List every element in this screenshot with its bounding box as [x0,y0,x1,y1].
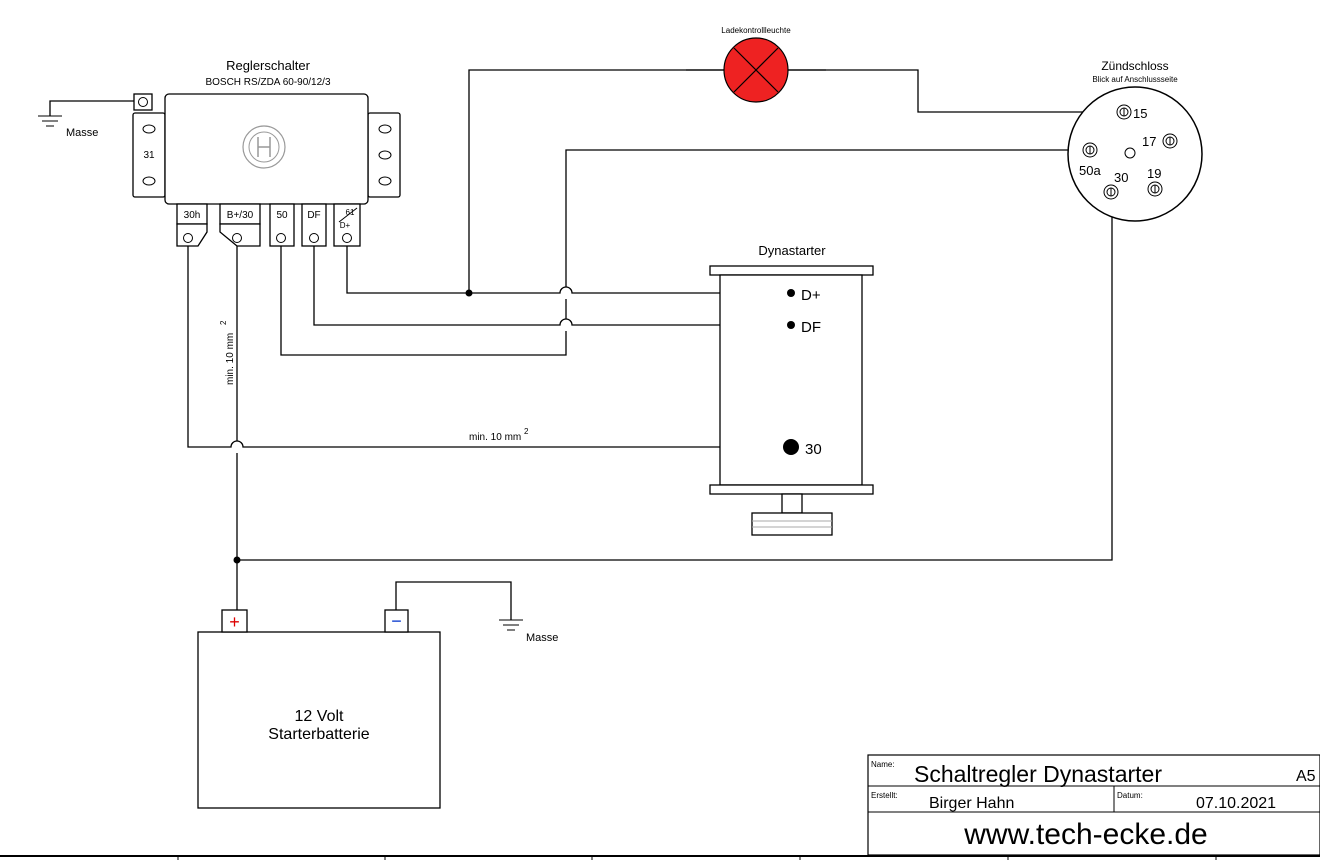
cable-size-vertical-sup: 2 [219,320,228,325]
ignition-title: Zündschloss [1101,59,1168,73]
ground-label-right: Masse [526,632,558,644]
ignition-terminal-50a: 50a [1079,163,1101,178]
drawing-name: Schaltregler Dynastarter [914,761,1162,787]
wire-50-upper [565,149,1084,287]
title-block: Name: Schaltregler Dynastarter A5 Erstel… [867,754,1320,856]
name-label: Name: [871,760,895,769]
website: www.tech-ecke.de [963,818,1207,851]
terminal-label-df: DF [307,210,320,221]
terminal-label-b30: B+/30 [227,210,254,221]
dynastarter-terminal-dplus: D+ [801,287,821,304]
battery-plus-terminal [221,609,248,633]
ground-symbol-left: Masse [38,115,98,139]
regulator: Reglerschalter BOSCH RS/ZDA 60-90/12/3 3… [132,58,401,247]
paper-format: A5 [1296,768,1316,785]
terminal-label-30h: 30h [184,210,201,221]
wire-battery-ground [395,581,512,620]
dynastarter-pulley [751,512,833,536]
lamp-label: Ladekontrollleuchte [721,26,791,35]
battery-voltage: 12 Volt [295,708,344,725]
ground-tab [133,93,153,111]
battery-minus-terminal [384,609,409,633]
plus-icon: + [229,612,240,632]
battery-body [197,631,441,809]
dynastarter-shaft [781,493,803,514]
wire-regulator-ground [49,100,134,116]
regulator-terminal-31: 31 [143,150,155,161]
cable-label-vertical: min. 10 mm 2 [219,320,236,385]
regulator-title: Reglerschalter [226,58,310,73]
ground-tab-hole [138,97,148,107]
regulator-body [164,93,369,205]
date-label: Datum: [1117,791,1143,800]
cable-label-horizontal: min. 10 mm 2 [469,427,529,443]
dynastarter-terminal-30: 30 [805,441,822,458]
dynastarter-terminal-df: DF [801,319,821,336]
regulator-right-mount [367,112,401,198]
ignition-subtitle: Blick auf Anschlussseite [1092,75,1178,84]
cable-size-horizontal-sup: 2 [524,427,529,436]
date-value: 07.10.2021 [1196,795,1276,812]
created-label: Erstellt: [871,791,898,800]
created-by: Birger Hahn [929,795,1014,812]
battery: + − 12 Volt Starterbatterie [197,609,441,809]
wire-lamp-to-15 [788,69,1118,113]
dynastarter-title: Dynastarter [758,243,826,258]
dynastarter-bottom-flange [709,484,874,495]
ignition-switch: Zündschloss Blick auf Anschlussseite 15 … [1067,59,1203,222]
page-frame [0,855,1320,860]
minus-icon: − [391,611,402,631]
terminal-label-61: 61 [346,208,355,217]
wire-30h [187,238,791,448]
wire-50-lower [280,238,567,356]
dynastarter: Dynastarter D+ DF 30 [709,243,874,536]
wire-df [313,238,791,326]
ignition-terminal-15: 15 [1133,106,1147,121]
ignition-terminal-30: 30 [1114,170,1128,185]
wire-d-plus [346,238,791,294]
cable-size-vertical: min. 10 mm [225,333,236,385]
wires [49,69,1118,620]
wire-lamp-feed [468,69,724,293]
terminal-df-tab [301,203,327,247]
cable-size-horizontal: min. 10 mm [469,432,521,443]
junction-dot [233,556,241,564]
terminal-label-50: 50 [276,210,288,221]
ignition-terminal-17: 17 [1142,134,1156,149]
charge-control-lamp: Ladekontrollleuchte [686,26,826,103]
junction-dot [465,289,473,297]
ground-symbol-right: Masse [499,619,558,644]
battery-type: Starterbatterie [268,726,369,743]
dynastarter-top-flange [709,265,874,276]
wire-ignition-30 [237,200,1113,561]
regulator-model: BOSCH RS/ZDA 60-90/12/3 [205,77,330,88]
ground-label-left: Masse [66,127,98,139]
ignition-terminal-19: 19 [1147,166,1161,181]
terminal-label-dplus: D+ [340,221,351,230]
terminal-61-tab [333,203,361,247]
bosch-logo-icon [242,125,286,169]
terminal-50-tab [269,203,295,247]
